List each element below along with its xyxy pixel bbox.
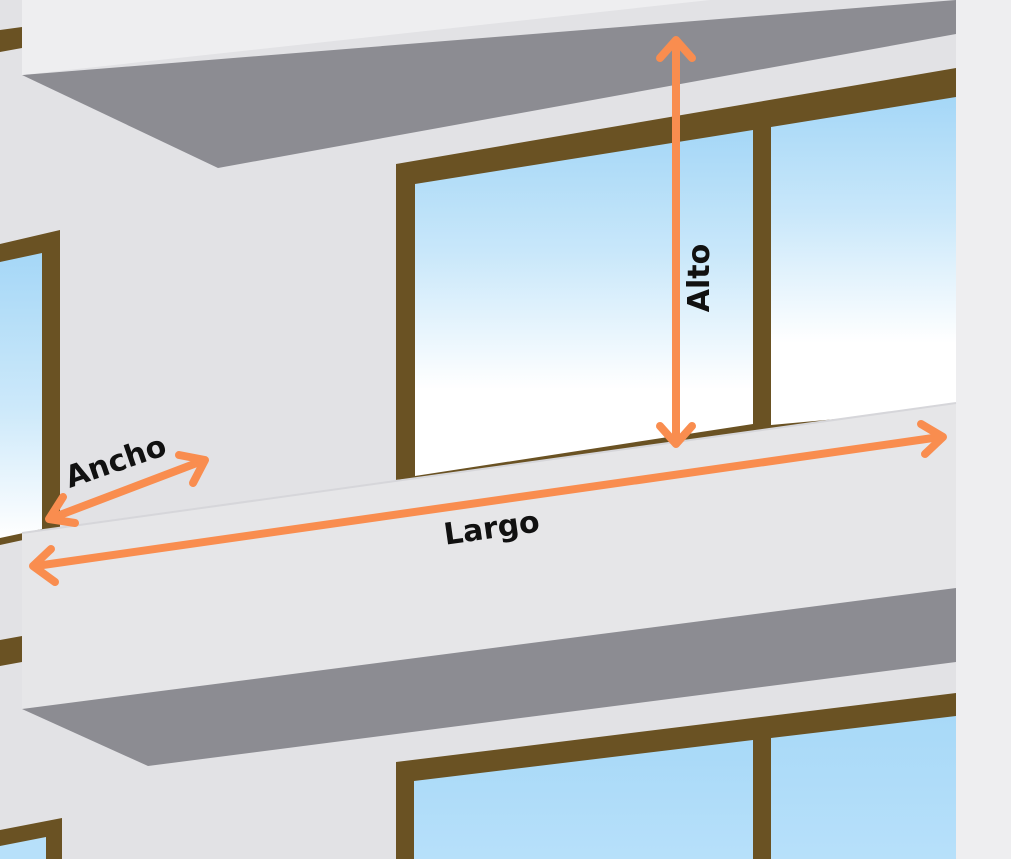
wall-right-edge [956, 0, 1011, 859]
alto-label: Alto [682, 244, 717, 312]
upper-slab-underside [22, 0, 956, 168]
left-window-mid-edge [0, 636, 22, 666]
left-window-upper [0, 230, 60, 545]
main-window-lower [396, 693, 956, 859]
balcony-slab-edge [21, 402, 957, 534]
left-window-top-edge [0, 27, 22, 52]
balcony-slab-front [22, 403, 956, 709]
alto-arrow [656, 36, 696, 448]
upper-slab-front [22, 0, 710, 75]
balcony-slab-underside [22, 588, 956, 766]
left-window-lower [0, 818, 62, 859]
ancho-arrow [45, 451, 209, 527]
largo-arrow [29, 420, 947, 586]
